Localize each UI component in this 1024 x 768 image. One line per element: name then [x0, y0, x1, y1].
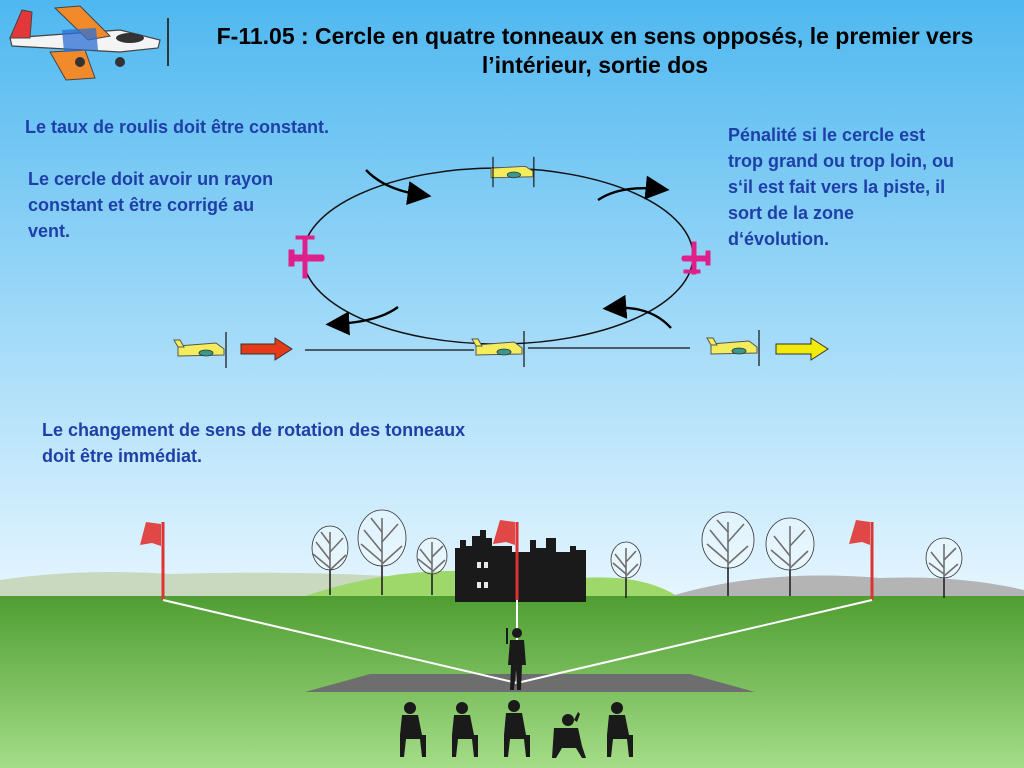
- logo-plane-icon: [9, 5, 169, 81]
- runway: [305, 674, 755, 692]
- sky: [0, 0, 1024, 600]
- plane-left-icon: [288, 235, 325, 279]
- pilot-icon: [506, 628, 526, 690]
- entry-arrow: [240, 337, 293, 361]
- note-direction-change: Le changement de sens de rotation des to…: [42, 420, 466, 466]
- exit-arrow: [775, 337, 829, 361]
- trees: [311, 509, 963, 598]
- note-penalty: Pénalité si le cercle est trop grand ou …: [728, 125, 954, 249]
- flag-right: [849, 520, 874, 600]
- plane-top-icon: [490, 156, 535, 188]
- note-roll-rate: Le taux de roulis doit être constant.: [25, 117, 330, 137]
- page-title: F-11.05 : Cercle en quatre tonneaux en s…: [216, 23, 974, 78]
- flag-center: [493, 520, 519, 600]
- judges-icon: [400, 700, 633, 758]
- plane-right-icon: [681, 241, 711, 275]
- roll-arrows: [325, 169, 672, 336]
- hill-right: [665, 575, 1024, 600]
- castle-windows: [477, 562, 488, 588]
- note-radius: Le cercle doit avoir un rayon constant e…: [28, 169, 274, 241]
- flag-left: [140, 522, 165, 600]
